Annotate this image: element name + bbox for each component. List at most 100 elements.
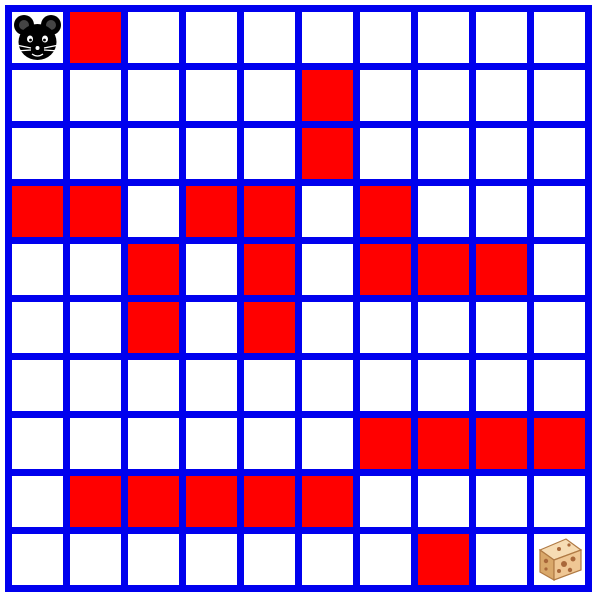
open-cell[interactable]	[476, 534, 527, 585]
wall-cell	[244, 244, 295, 295]
wall-cell	[302, 70, 353, 121]
open-cell[interactable]	[360, 476, 411, 527]
wall-cell	[12, 186, 63, 237]
open-cell[interactable]	[418, 70, 469, 121]
grid-line-horizontal	[5, 295, 592, 302]
open-cell[interactable]	[244, 128, 295, 179]
open-cell[interactable]	[128, 418, 179, 469]
open-cell[interactable]	[12, 418, 63, 469]
grid-line-horizontal	[5, 237, 592, 244]
open-cell[interactable]	[12, 476, 63, 527]
open-cell[interactable]	[476, 476, 527, 527]
open-cell[interactable]	[534, 360, 585, 411]
open-cell[interactable]	[476, 70, 527, 121]
open-cell[interactable]	[186, 128, 237, 179]
open-cell[interactable]	[70, 360, 121, 411]
open-cell[interactable]	[476, 12, 527, 63]
open-cell[interactable]	[128, 360, 179, 411]
open-cell[interactable]	[186, 302, 237, 353]
open-cell[interactable]	[360, 302, 411, 353]
wall-cell	[128, 244, 179, 295]
open-cell[interactable]	[70, 70, 121, 121]
open-cell[interactable]	[302, 186, 353, 237]
open-cell[interactable]	[12, 534, 63, 585]
open-cell[interactable]	[12, 70, 63, 121]
open-cell[interactable]	[70, 534, 121, 585]
grid-line-horizontal	[5, 353, 592, 360]
open-cell[interactable]	[244, 70, 295, 121]
open-cell[interactable]	[418, 12, 469, 63]
open-cell[interactable]	[360, 128, 411, 179]
open-cell[interactable]	[186, 418, 237, 469]
open-cell[interactable]	[302, 418, 353, 469]
open-cell[interactable]	[302, 534, 353, 585]
open-cell[interactable]	[476, 186, 527, 237]
wall-cell	[70, 476, 121, 527]
open-cell[interactable]	[534, 244, 585, 295]
wall-cell	[70, 186, 121, 237]
open-cell[interactable]	[302, 302, 353, 353]
open-cell[interactable]	[418, 302, 469, 353]
open-cell[interactable]	[128, 128, 179, 179]
grid-line-horizontal	[5, 469, 592, 476]
open-cell[interactable]	[534, 186, 585, 237]
open-cell[interactable]	[12, 12, 63, 63]
open-cell[interactable]	[12, 128, 63, 179]
open-cell[interactable]	[418, 476, 469, 527]
grid-line-horizontal	[5, 5, 592, 12]
open-cell[interactable]	[418, 128, 469, 179]
open-cell[interactable]	[12, 302, 63, 353]
open-cell[interactable]	[244, 534, 295, 585]
wall-cell	[244, 186, 295, 237]
open-cell[interactable]	[128, 12, 179, 63]
open-cell[interactable]	[186, 360, 237, 411]
open-cell[interactable]	[12, 360, 63, 411]
open-cell[interactable]	[534, 302, 585, 353]
open-cell[interactable]	[70, 244, 121, 295]
open-cell[interactable]	[70, 128, 121, 179]
wall-cell	[534, 418, 585, 469]
wall-cell	[128, 476, 179, 527]
open-cell[interactable]	[534, 12, 585, 63]
open-cell[interactable]	[186, 244, 237, 295]
open-cell[interactable]	[360, 12, 411, 63]
open-cell[interactable]	[244, 12, 295, 63]
wall-cell	[70, 12, 121, 63]
wall-cell	[186, 186, 237, 237]
open-cell[interactable]	[534, 70, 585, 121]
open-cell[interactable]	[534, 476, 585, 527]
grid-line-horizontal	[5, 121, 592, 128]
open-cell[interactable]	[360, 70, 411, 121]
wall-cell	[360, 186, 411, 237]
open-cell[interactable]	[128, 186, 179, 237]
open-cell[interactable]	[70, 418, 121, 469]
open-cell[interactable]	[128, 70, 179, 121]
open-cell[interactable]	[244, 418, 295, 469]
open-cell[interactable]	[476, 360, 527, 411]
wall-cell	[128, 302, 179, 353]
wall-cell	[244, 302, 295, 353]
open-cell[interactable]	[476, 128, 527, 179]
open-cell[interactable]	[70, 302, 121, 353]
open-cell[interactable]	[476, 302, 527, 353]
open-cell[interactable]	[12, 244, 63, 295]
grid-line-horizontal	[5, 527, 592, 534]
open-cell[interactable]	[186, 12, 237, 63]
open-cell[interactable]	[186, 534, 237, 585]
wall-cell	[476, 244, 527, 295]
open-cell[interactable]	[360, 360, 411, 411]
open-cell[interactable]	[186, 70, 237, 121]
mouse-icon	[12, 12, 63, 63]
open-cell[interactable]	[302, 244, 353, 295]
open-cell[interactable]	[418, 360, 469, 411]
open-cell[interactable]	[244, 360, 295, 411]
wall-cell	[244, 476, 295, 527]
open-cell[interactable]	[418, 186, 469, 237]
open-cell[interactable]	[360, 534, 411, 585]
open-cell[interactable]	[534, 128, 585, 179]
open-cell[interactable]	[302, 12, 353, 63]
open-cell[interactable]	[302, 360, 353, 411]
open-cell[interactable]	[128, 534, 179, 585]
open-cell[interactable]	[534, 534, 585, 585]
